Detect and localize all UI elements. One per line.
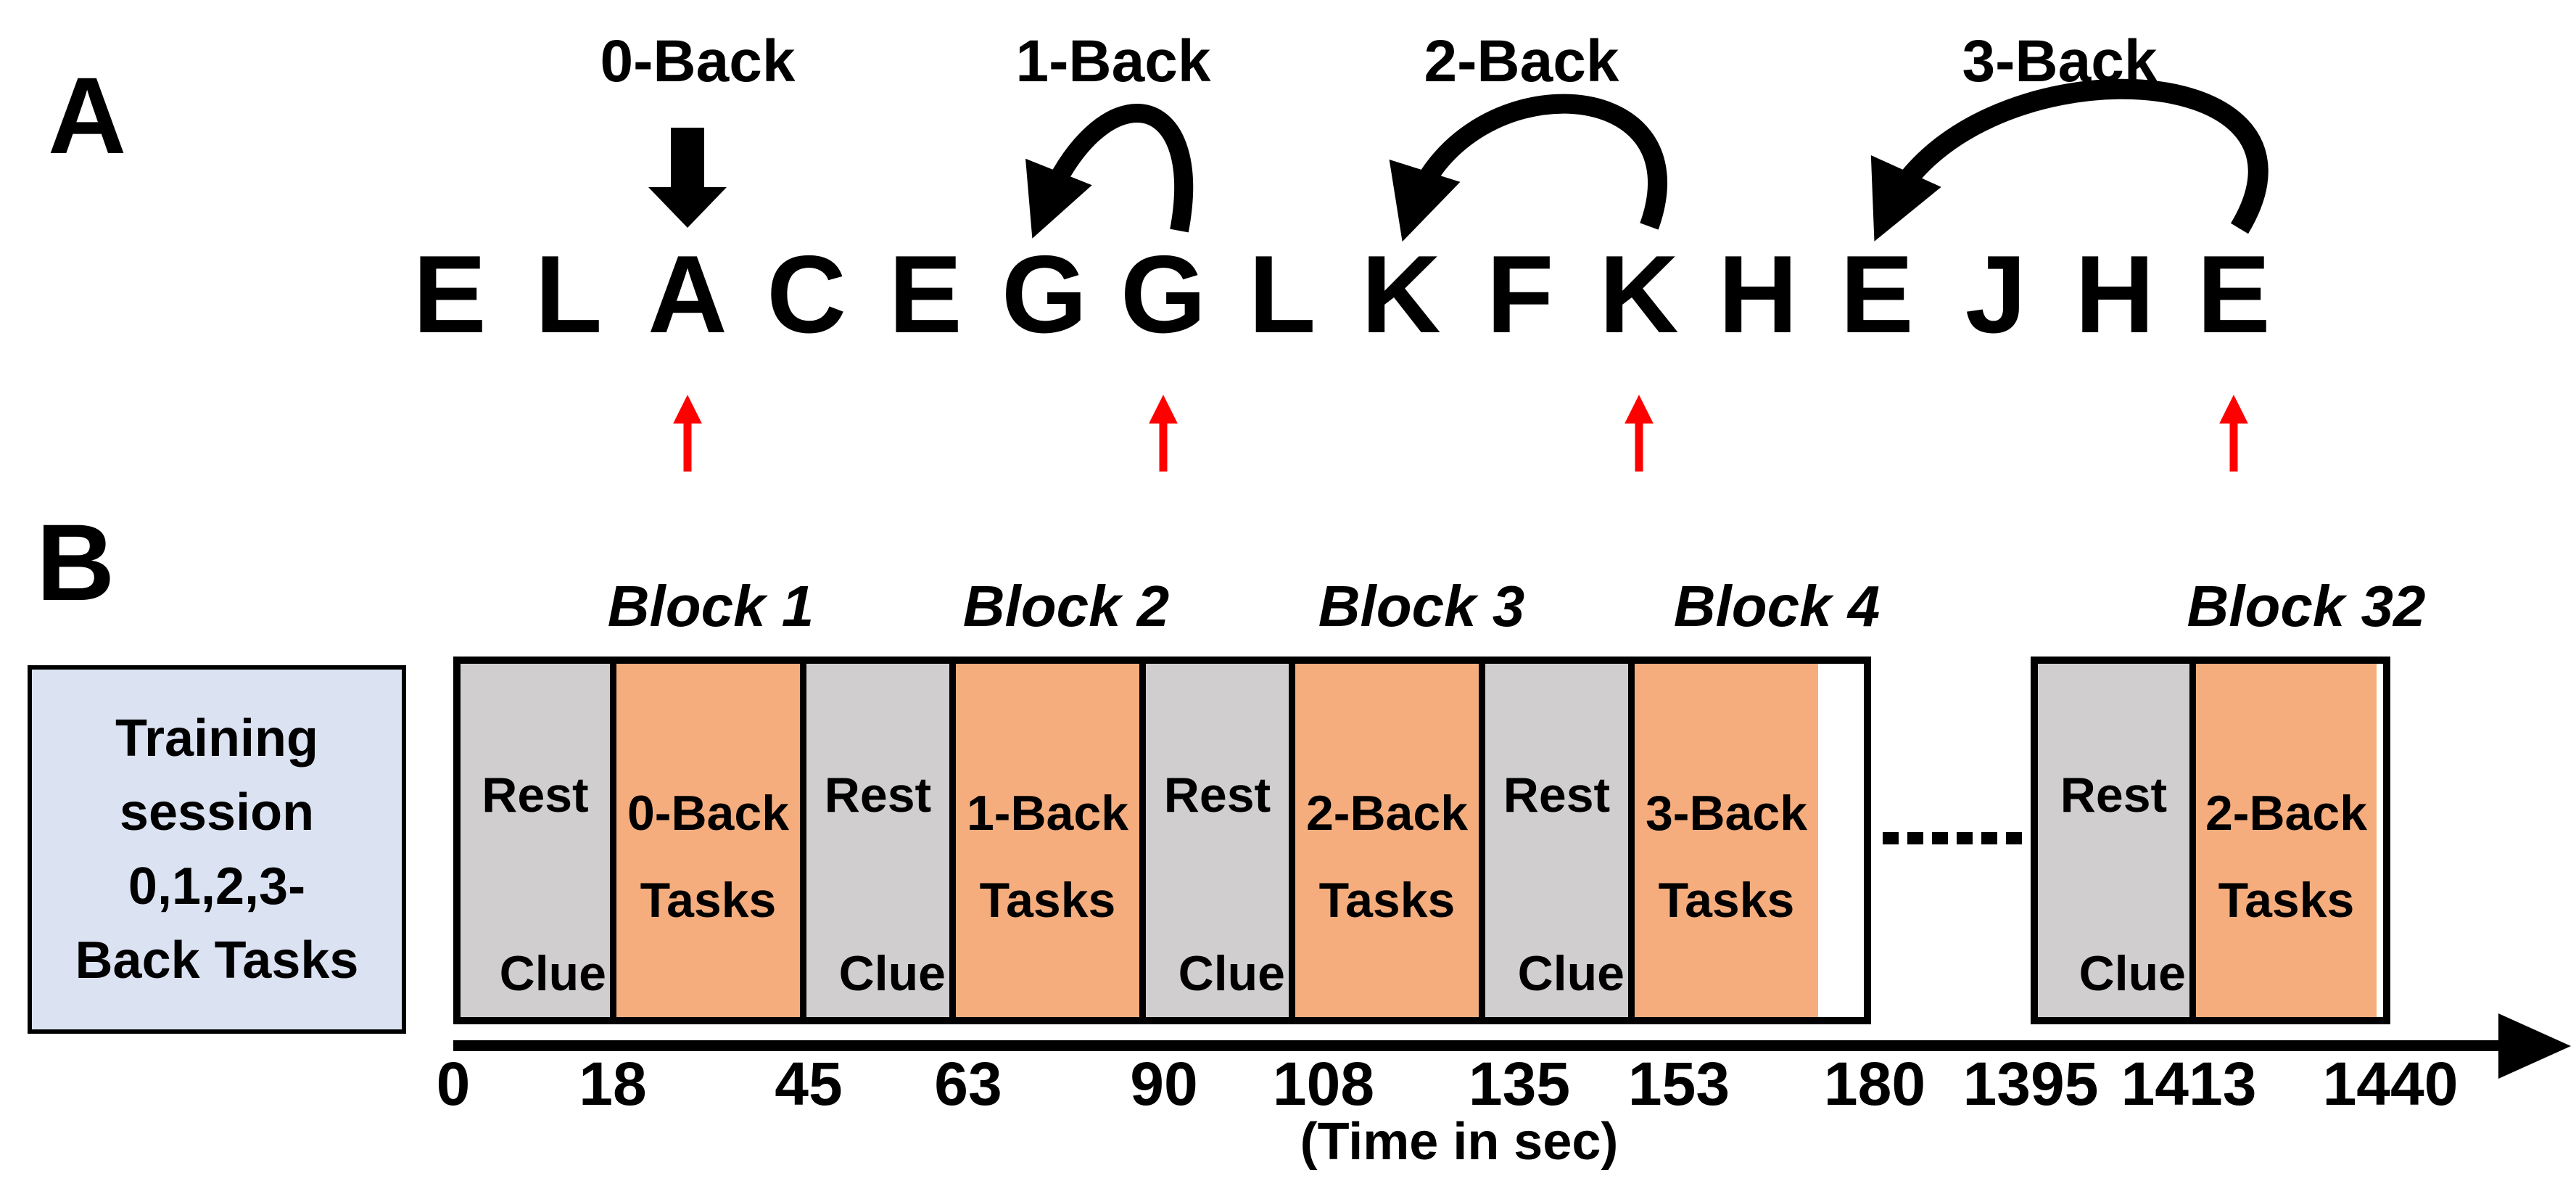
- timeline-tick-label: 108: [1272, 1050, 1375, 1118]
- clue-label: Clue: [1517, 946, 1625, 1001]
- sequence-letter: E: [2197, 233, 2271, 356]
- sequence-letter: E: [1840, 233, 1914, 356]
- sequence-letter: A: [648, 233, 727, 356]
- one-back-arc-arrow: [1025, 104, 1194, 239]
- training-box-line: Back Tasks: [75, 931, 359, 990]
- timeline-tick-label: 135: [1468, 1050, 1571, 1118]
- three-back-arc-arrow: [1870, 78, 2269, 242]
- clue-label: Clue: [838, 946, 946, 1001]
- timeline-tick-label: 0: [436, 1050, 471, 1118]
- clue-label: Clue: [1178, 946, 1285, 1001]
- training-box-line: session: [119, 783, 315, 841]
- sequence-letter: J: [1965, 233, 2027, 356]
- panel-a-arrows-overlay: [648, 78, 2269, 472]
- two-back-arc-arrow: [1389, 94, 1668, 242]
- sequence-letter: H: [1718, 233, 1798, 356]
- sequence-letter: L: [1248, 233, 1316, 356]
- timeline-tick-label: 1395: [1962, 1050, 2099, 1118]
- block-label: Block 1: [607, 574, 814, 638]
- sequence-letter: E: [888, 233, 962, 356]
- two-back-condition-label: 2-Back: [1424, 28, 1619, 94]
- sequence-letter: F: [1486, 233, 1554, 356]
- training-box-line: Training: [115, 709, 319, 768]
- ellipsis-dotted-line: [1883, 832, 2028, 844]
- time-axis-caption: (Time in sec): [1300, 1113, 1619, 1171]
- timeline-tick-label: 1413: [2121, 1050, 2257, 1118]
- timeline-tick-label: 1440: [2322, 1050, 2459, 1118]
- training-box-line: 0,1,2,3-: [128, 857, 306, 915]
- one-back-condition-label: 1-Back: [1015, 28, 1211, 94]
- block-label: Block 32: [2187, 574, 2426, 638]
- sequence-letter: G: [1001, 233, 1088, 356]
- timeline-tick-label: 180: [1823, 1050, 1926, 1118]
- sequence-letter: K: [1361, 233, 1441, 356]
- timeline-arrowhead: [2498, 1013, 2571, 1079]
- zero-back-condition-label: 0-Back: [600, 28, 796, 94]
- sequence-letter: K: [1599, 233, 1679, 356]
- rest-label: Rest: [1503, 768, 1611, 823]
- timeline-tick-label: 18: [579, 1050, 647, 1118]
- rest-label: Rest: [1163, 768, 1271, 823]
- block-label: Block 2: [962, 574, 1170, 638]
- sequence-letter: C: [767, 233, 846, 356]
- clue-label: Clue: [2078, 946, 2186, 1001]
- rest-label: Rest: [482, 768, 589, 823]
- panel-a-label: A: [48, 54, 127, 176]
- block-label: Block 4: [1673, 574, 1881, 638]
- sequence-letter: L: [534, 233, 603, 356]
- sequence-letter: E: [413, 233, 487, 356]
- timeline-tick-label: 45: [775, 1050, 843, 1118]
- clue-label: Clue: [499, 946, 606, 1001]
- rest-label: Rest: [824, 768, 932, 823]
- timeline-tick-label: 153: [1627, 1050, 1730, 1118]
- block-label: Block 3: [1318, 574, 1525, 638]
- zero-back-down-arrow: [648, 128, 727, 228]
- timeline-tick-label: 63: [934, 1050, 1002, 1118]
- sequence-letter: H: [2075, 233, 2155, 356]
- timeline-tick-label: 90: [1130, 1050, 1198, 1118]
- sequence-letter: G: [1120, 233, 1207, 356]
- rest-label: Rest: [2060, 768, 2168, 823]
- timeline-axis: [453, 1040, 2502, 1051]
- panel-b-label: B: [36, 501, 115, 623]
- training-session-box: Training session 0,1,2,3- Back Tasks: [28, 665, 406, 1034]
